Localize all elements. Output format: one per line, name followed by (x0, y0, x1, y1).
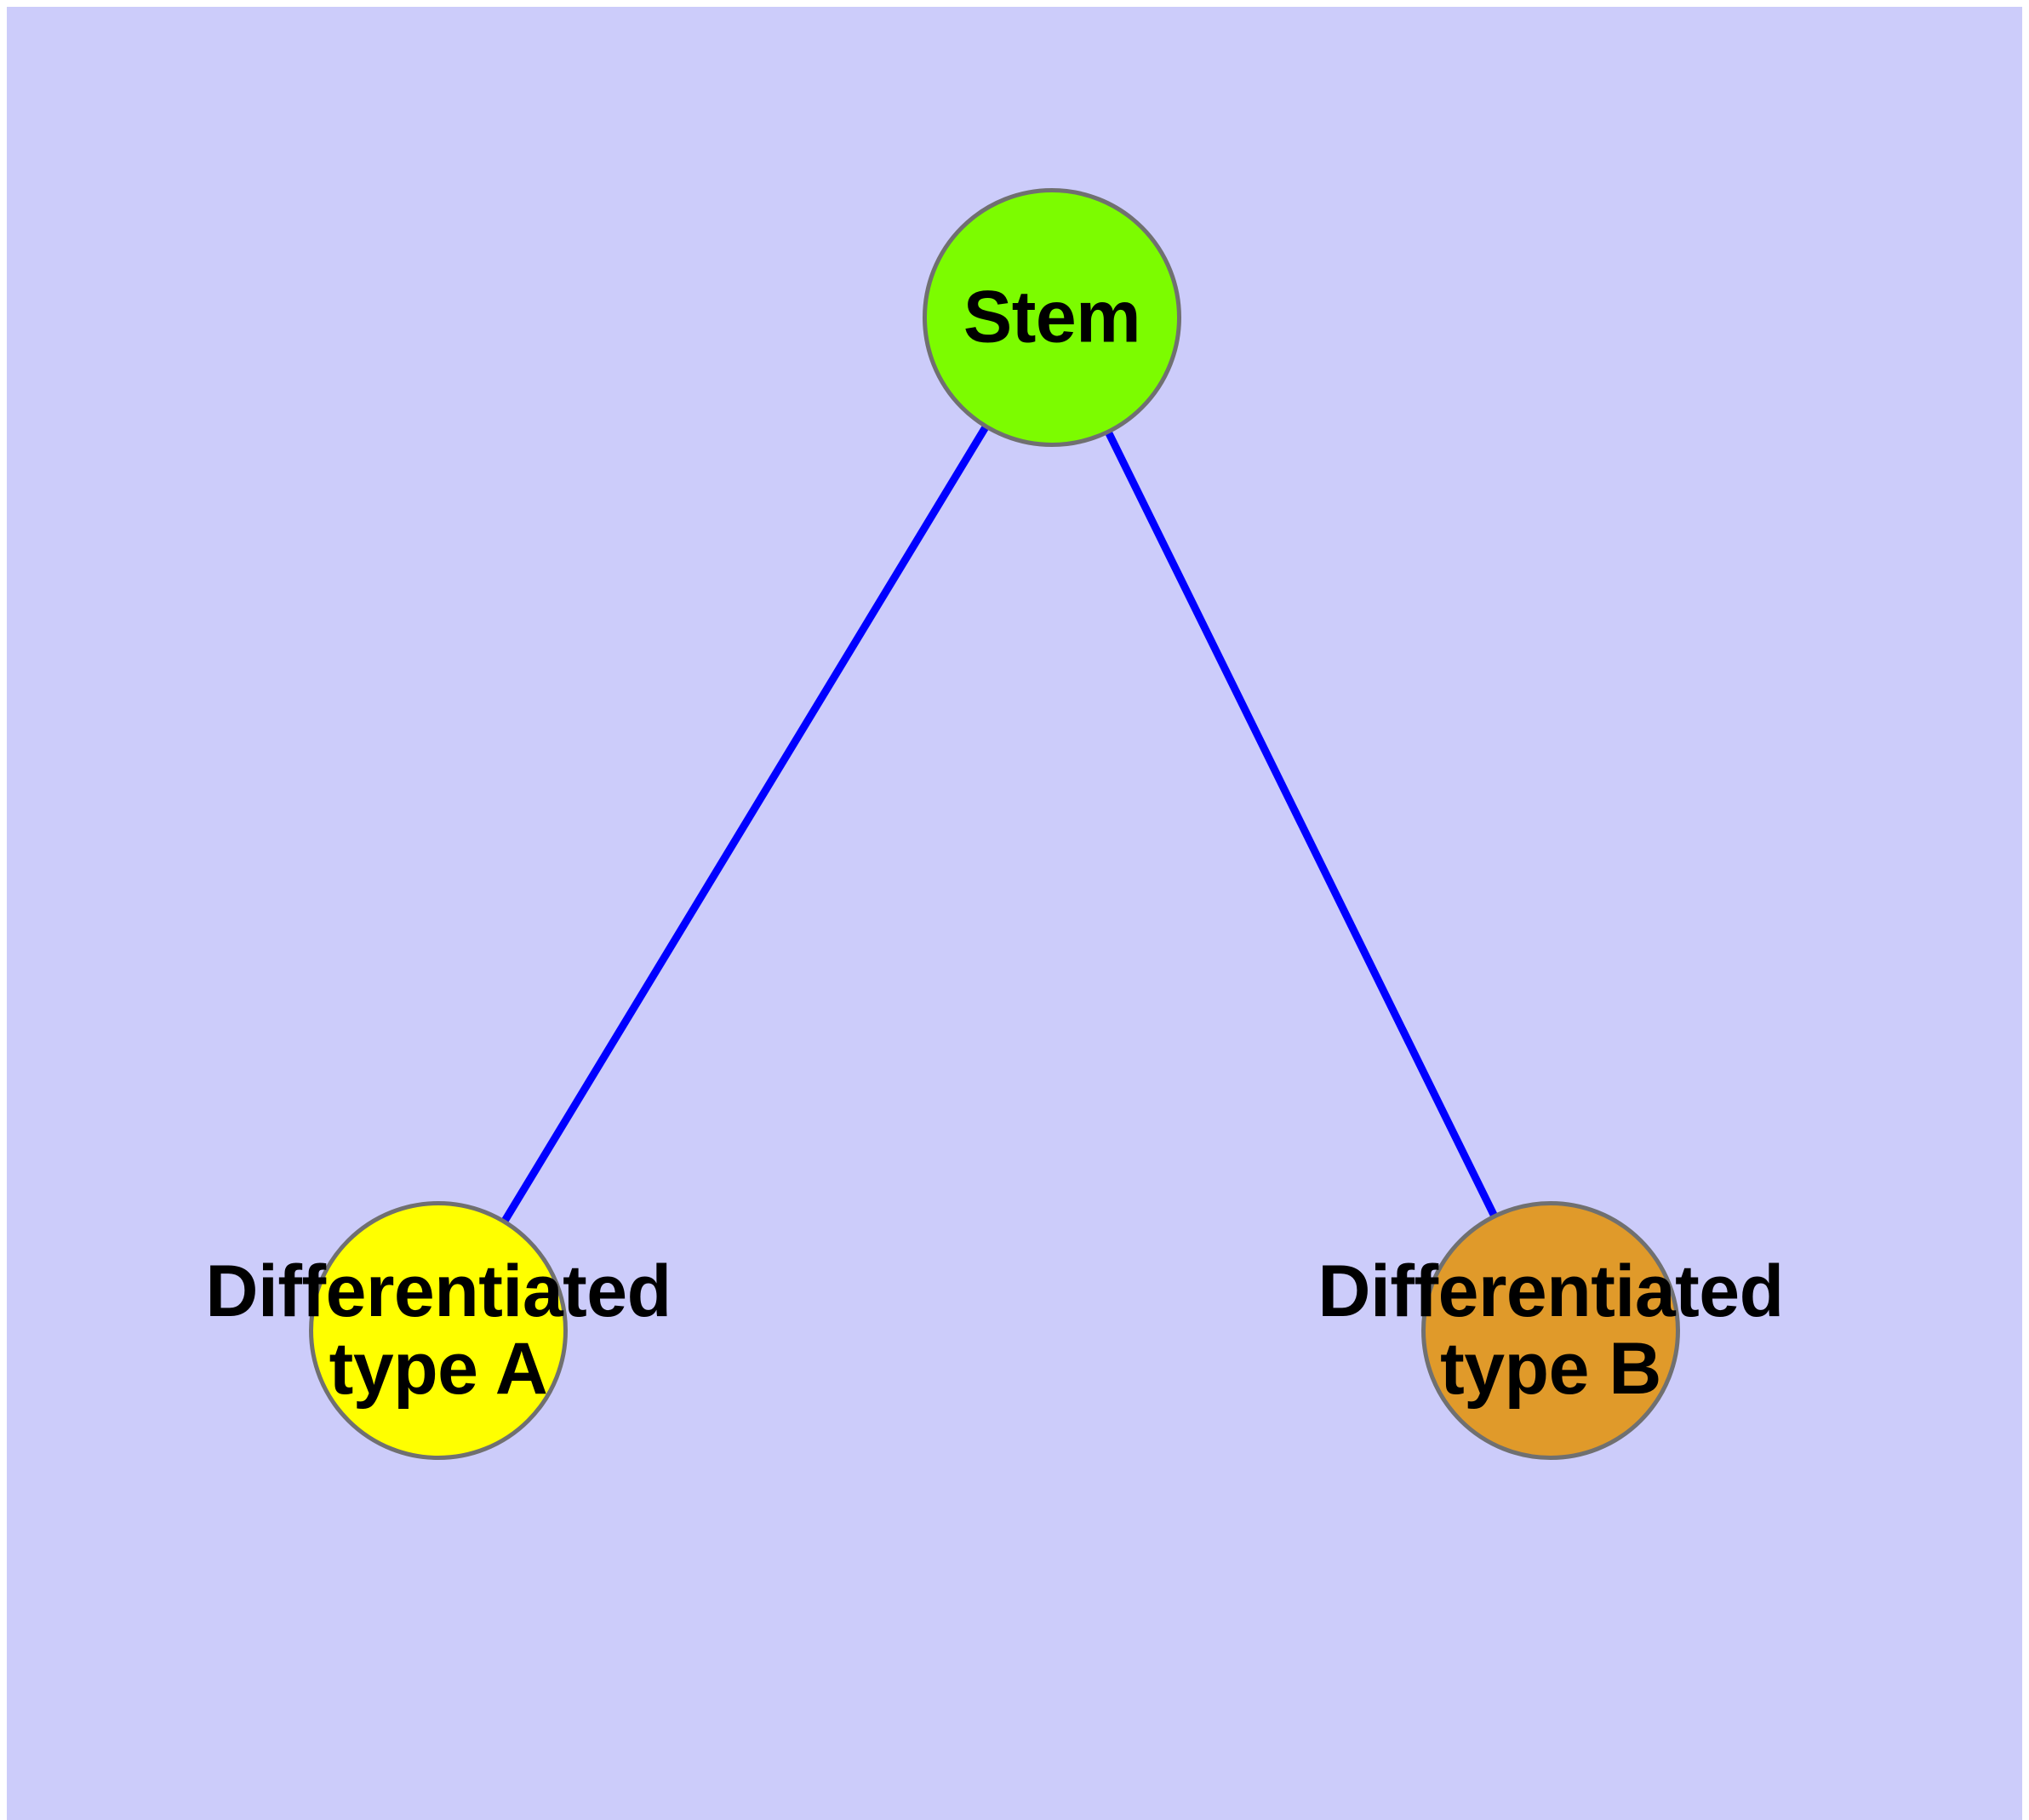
graph-node-diff_a[interactable] (309, 1201, 568, 1460)
nodes-layer (309, 188, 1680, 1460)
edges-layer (500, 423, 1499, 1225)
graph-edge-stem-diff_b (1104, 428, 1499, 1220)
graph-node-diff_b[interactable] (1421, 1201, 1680, 1460)
graph-edge-stem-diff_a (500, 423, 991, 1225)
graph-node-stem[interactable] (923, 188, 1181, 447)
